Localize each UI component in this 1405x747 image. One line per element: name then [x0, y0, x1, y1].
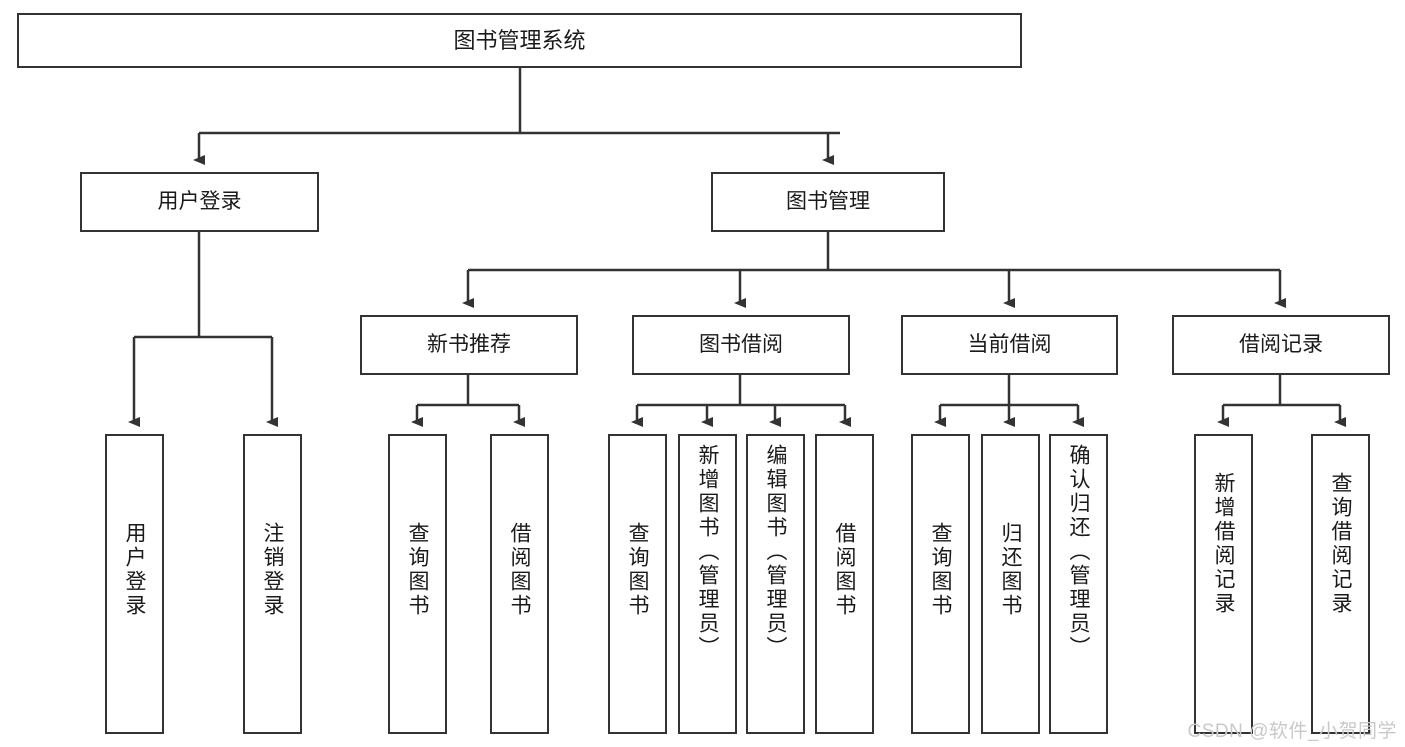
leaf-record-query-record[interactable]: 查询借阅记录 [1311, 434, 1370, 734]
node-label: 借阅记录 [1239, 332, 1323, 356]
node-label: 查询借阅记录 [1329, 472, 1352, 616]
node-label: 用户登录 [157, 189, 242, 213]
node-label: 借阅图书 [833, 522, 856, 618]
leaf-current-confirm-return-admin[interactable]: 确认归还（管理员） [1049, 434, 1108, 734]
leaf-newbook-query-book[interactable]: 查询图书 [388, 434, 447, 734]
node-book-borrow[interactable]: 图书借阅 [632, 315, 850, 375]
node-label: 编辑图书（管理员） [764, 444, 787, 660]
node-label: 图书管理系统 [453, 27, 586, 53]
leaf-user-login-signout[interactable]: 注销登录 [243, 434, 302, 734]
node-label: 当前借阅 [967, 332, 1052, 356]
leaf-current-query-book[interactable]: 查询图书 [911, 434, 970, 734]
node-label: 注销登录 [261, 522, 284, 618]
leaf-borrow-add-book-admin[interactable]: 新增图书（管理员） [678, 434, 737, 734]
node-new-book-recommend[interactable]: 新书推荐 [360, 315, 578, 375]
leaf-record-add-record[interactable]: 新增借阅记录 [1194, 434, 1253, 734]
leaf-borrow-borrow-book[interactable]: 借阅图书 [815, 434, 874, 734]
leaf-borrow-query-book[interactable]: 查询图书 [608, 434, 667, 734]
node-borrow-record[interactable]: 借阅记录 [1172, 315, 1390, 375]
node-label: 新增图书（管理员） [696, 444, 719, 660]
leaf-current-return-book[interactable]: 归还图书 [981, 434, 1040, 734]
node-label: 用户登录 [123, 522, 146, 618]
node-label: 图书借阅 [699, 332, 783, 356]
node-label: 新增借阅记录 [1212, 472, 1235, 616]
leaf-borrow-edit-book-admin[interactable]: 编辑图书（管理员） [746, 434, 805, 734]
node-label: 新书推荐 [427, 332, 511, 356]
watermark-text: CSDN @软件_小贺同学 [1187, 721, 1397, 742]
node-label: 查询图书 [626, 522, 649, 618]
node-root-system[interactable]: 图书管理系统 [17, 13, 1022, 68]
node-label: 查询图书 [929, 522, 952, 618]
node-user-login[interactable]: 用户登录 [80, 172, 319, 232]
node-current-borrow[interactable]: 当前借阅 [901, 315, 1118, 375]
leaf-newbook-borrow-book[interactable]: 借阅图书 [490, 434, 549, 734]
leaf-user-login-signin[interactable]: 用户登录 [105, 434, 164, 734]
node-label: 借阅图书 [508, 522, 531, 618]
node-label: 图书管理 [786, 189, 870, 213]
node-book-management[interactable]: 图书管理 [711, 172, 945, 232]
node-label: 查询图书 [406, 522, 429, 618]
node-label: 归还图书 [999, 522, 1022, 618]
node-label: 确认归还（管理员） [1067, 444, 1090, 660]
